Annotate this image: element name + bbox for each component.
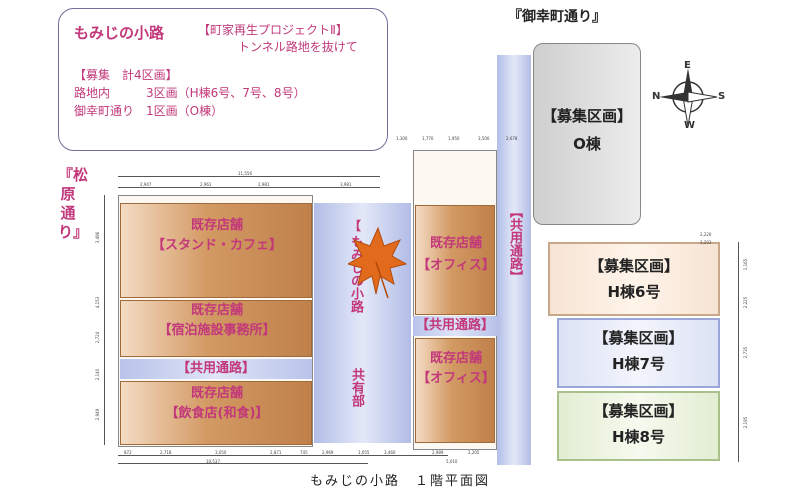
shop-washoku[interactable]: 既存店舗 【飲食店(和食)】 — [120, 381, 312, 445]
unit-h6-line1: 【募集区画】 — [588, 257, 679, 275]
dim-upper-3: 1,950 — [448, 136, 460, 141]
dim-line-top — [118, 176, 380, 177]
dim-bottom-mid-3: 1,055 — [358, 450, 370, 455]
street-label-matsubara: 『松原通り』 — [58, 166, 89, 241]
info-box — [58, 8, 388, 151]
dim-bottom-seg-2: 2,718 — [160, 450, 172, 455]
dim-top-total: 11,556 — [238, 171, 252, 176]
dim-right-top-1: 2,220 — [700, 232, 712, 237]
shop-stand-cafe-line2: 【スタンド・カフェ】 — [151, 238, 282, 253]
recruit-total: 【募集 計4区画】 — [74, 68, 178, 82]
dim-left-2: 4,153 — [95, 296, 101, 309]
dim-left-1: 3,496 — [95, 231, 101, 244]
unit-h6[interactable]: 【募集区画】 H棟6号 — [548, 242, 720, 316]
shared-passage-west-label: 【共用通路】 — [176, 361, 255, 376]
shared-passage-east-label: 【共用通路】 — [507, 205, 522, 283]
dim-bottom-total: 10,537 — [206, 459, 220, 464]
shop-lodging-office-line2: 【宿泊施設事務所】 — [158, 323, 276, 338]
shop-office-1-line2: 【オフィス】 — [417, 258, 495, 273]
dim-line-bottom — [118, 455, 448, 456]
unit-o-building-line1: 【募集区画】 — [541, 107, 632, 125]
project-title: もみじの小路 — [74, 24, 165, 42]
unit-h8[interactable]: 【募集区画】 H棟8号 — [557, 391, 720, 461]
unit-h6-line2: H棟6号 — [607, 283, 661, 301]
dim-upper-1: 1,300 — [396, 136, 408, 141]
shared-passage-west[interactable]: 【共用通路】 — [120, 359, 312, 379]
dim-top-seg-1: 2,947 — [140, 182, 152, 187]
dim-line-top-2 — [118, 187, 380, 188]
dim-bottom-seg-3: 3,050 — [215, 450, 227, 455]
dim-line-left — [104, 195, 105, 445]
unit-o-building-line2: O棟 — [573, 135, 601, 153]
dim-line-right — [738, 242, 739, 462]
shared-passage-mid[interactable]: 【共用通路】 — [413, 316, 497, 336]
momiji-alley-label: 【 もみじの小路 — [348, 219, 363, 313]
unit-h7-line2: H棟7号 — [612, 355, 665, 373]
dim-bottom-mid-4: 3,460 — [384, 450, 396, 455]
project-subtitle: 【町家再生プロジェクトⅡ】 トンネル路地を抜けて — [198, 22, 358, 56]
dim-bottom-center: 5,010 — [446, 459, 458, 464]
dim-top-right: 3,500 — [478, 136, 490, 141]
shop-washoku-line1: 既存店舗 — [190, 386, 243, 401]
dim-left-3: 2,724 — [95, 331, 101, 344]
dim-right-3: 2,735 — [743, 346, 749, 359]
dim-bottom-right-1: 2,989 — [432, 450, 444, 455]
floor-plan-title: もみじの小路 １階平面図 — [309, 474, 490, 489]
shop-stand-cafe[interactable]: 既存店舗 【スタンド・カフェ】 — [120, 203, 312, 298]
dim-top-seg-2: 2,961 — [200, 182, 212, 187]
shop-office-2-line2: 【オフィス】 — [417, 371, 495, 386]
dim-upper-4: 2,678 — [506, 136, 518, 141]
dim-top-seg-3: 2,981 — [258, 182, 270, 187]
shop-stand-cafe-line1: 既存店舗 — [190, 218, 243, 233]
shared-passage-east[interactable] — [497, 55, 531, 465]
compass-south: S — [718, 91, 726, 102]
dim-bottom-seg-4: 2,871 — [270, 450, 282, 455]
dim-left-5: 2,949 — [95, 408, 101, 421]
dim-bottom-seg-1: 872 — [124, 450, 132, 455]
compass-east: E — [684, 60, 691, 71]
project-subtitle-1: 【町家再生プロジェクトⅡ】 — [198, 23, 348, 37]
dim-left-4: 2,140 — [95, 368, 101, 381]
dim-top-seg-4: 3,981 — [340, 182, 352, 187]
dim-upper-2: 1,770 — [422, 136, 434, 141]
unit-o-building[interactable]: 【募集区画】 O棟 — [533, 43, 641, 225]
street-label-gokomachi: 『御幸町通り』 — [508, 9, 606, 25]
compass-icon — [659, 68, 718, 127]
dim-right-top-2: 3,203 — [700, 240, 712, 245]
shop-office-1[interactable]: 既存店舗 【オフィス】 — [415, 205, 495, 315]
dim-right-4: 2,195 — [743, 416, 749, 429]
unit-h7[interactable]: 【募集区画】 H棟7号 — [557, 318, 720, 388]
project-subtitle-2: トンネル路地を抜けて — [238, 40, 358, 54]
shop-lodging-office[interactable]: 既存店舗 【宿泊施設事務所】 — [120, 300, 312, 357]
unit-h8-line2: H棟8号 — [612, 428, 665, 446]
dim-right-1: 1,165 — [743, 258, 749, 271]
recruit-alley: 路地内 3区画（H棟6号、7号、8号） — [74, 86, 306, 100]
shop-office-1-line1: 既存店舗 — [429, 236, 482, 251]
compass-north: N — [652, 91, 661, 102]
dim-bottom-right-2: 2,205 — [468, 450, 480, 455]
compass-west: W — [684, 120, 696, 131]
momiji-alley-title: もみじの小路 — [348, 235, 363, 313]
shop-washoku-line2: 【飲食店(和食)】 — [165, 406, 269, 421]
dim-right-2: 2,225 — [743, 296, 749, 309]
dim-bottom-mid-2: 2,969 — [322, 450, 334, 455]
unit-h8-line1: 【募集区画】 — [593, 402, 684, 420]
recruit-street: 御幸町通り 1区画（O棟） — [74, 104, 224, 118]
momiji-alley-sub: 共有部 — [349, 368, 364, 407]
shop-office-2-line1: 既存店舗 — [429, 351, 482, 366]
maple-leaf-icon — [348, 226, 408, 299]
shop-office-2[interactable]: 既存店舗 【オフィス】 — [415, 338, 495, 443]
shop-lodging-office-line1: 既存店舗 — [190, 303, 243, 318]
dim-bottom-mid-1: 745 — [300, 450, 308, 455]
dim-line-bottom-2 — [118, 463, 368, 464]
unit-h7-line1: 【募集区画】 — [593, 329, 684, 347]
shared-passage-mid-label: 【共用通路】 — [415, 318, 494, 333]
